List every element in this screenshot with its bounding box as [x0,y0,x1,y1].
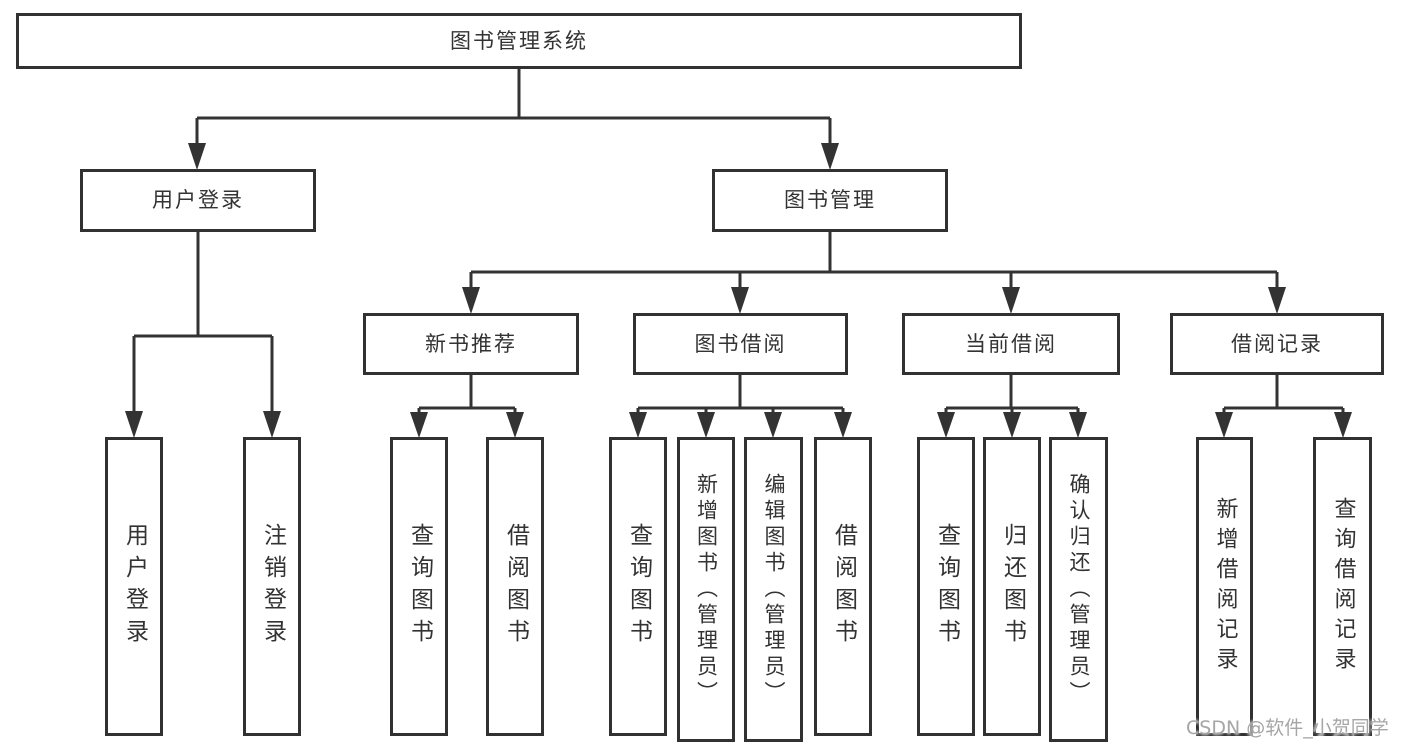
leaf-query-borrow-record-label: 查询借阅记录 [1330,496,1356,677]
leaf-query-books-current: 查询图书 [917,437,975,736]
leaf-borrow-books-label: 借阅图书 [830,522,857,651]
leaf-user-login: 用户登录 [105,437,163,736]
leaf-edit-books-admin-label: 编辑图书（管理员） [762,472,786,707]
leaf-add-books-admin: 新增图书（管理员） [677,437,735,742]
leaf-return-books-label: 归还图书 [999,522,1026,651]
leaf-confirm-return-admin: 确认归还（管理员） [1049,437,1108,742]
leaf-query-books-borrow-label: 查询图书 [625,522,652,651]
leaf-return-books: 归还图书 [983,437,1041,736]
node-user-login: 用户登录 [80,169,316,232]
node-book-borrow: 图书借阅 [633,313,848,375]
leaf-borrow-books-recommend-label: 借阅图书 [502,522,529,651]
node-user-login-label: 用户登录 [152,188,244,212]
csdn-watermark: CSDN @软件_小贺同学 [1186,717,1389,739]
leaf-add-borrow-record-label: 新增借阅记录 [1212,496,1238,677]
leaf-query-borrow-record: 查询借阅记录 [1313,437,1372,736]
leaf-edit-books-admin: 编辑图书（管理员） [744,437,803,742]
leaf-add-borrow-record: 新增借阅记录 [1196,437,1253,736]
node-current-borrow: 当前借阅 [902,313,1120,375]
node-book-management-label: 图书管理 [784,188,876,212]
node-borrow-records: 借阅记录 [1170,313,1384,375]
node-book-management: 图书管理 [712,169,948,232]
leaf-borrow-books: 借阅图书 [814,437,872,736]
node-new-book-recommend: 新书推荐 [363,313,579,375]
node-current-borrow-label: 当前借阅 [965,331,1057,356]
leaf-query-books-recommend: 查询图书 [390,437,448,736]
leaf-confirm-return-admin-label: 确认归还（管理员） [1067,472,1091,707]
node-book-borrow-label: 图书借阅 [694,331,787,356]
leaf-borrow-books-recommend: 借阅图书 [486,437,544,736]
arrowheads [125,143,1352,438]
node-new-book-recommend-label: 新书推荐 [425,331,517,356]
leaf-query-books-borrow: 查询图书 [609,437,667,736]
leaf-add-books-admin-label: 新增图书（管理员） [694,472,719,707]
node-borrow-records-label: 借阅记录 [1231,331,1323,356]
node-root-label: 图书管理系统 [450,28,588,53]
leaf-query-books-current-label: 查询图书 [933,522,960,651]
leaf-logout-label: 注销登录 [259,522,286,651]
leaf-user-login-label: 用户登录 [121,522,148,651]
leaf-query-books-recommend-label: 查询图书 [406,522,433,651]
node-root: 图书管理系统 [16,13,1022,69]
leaf-logout: 注销登录 [243,437,301,736]
